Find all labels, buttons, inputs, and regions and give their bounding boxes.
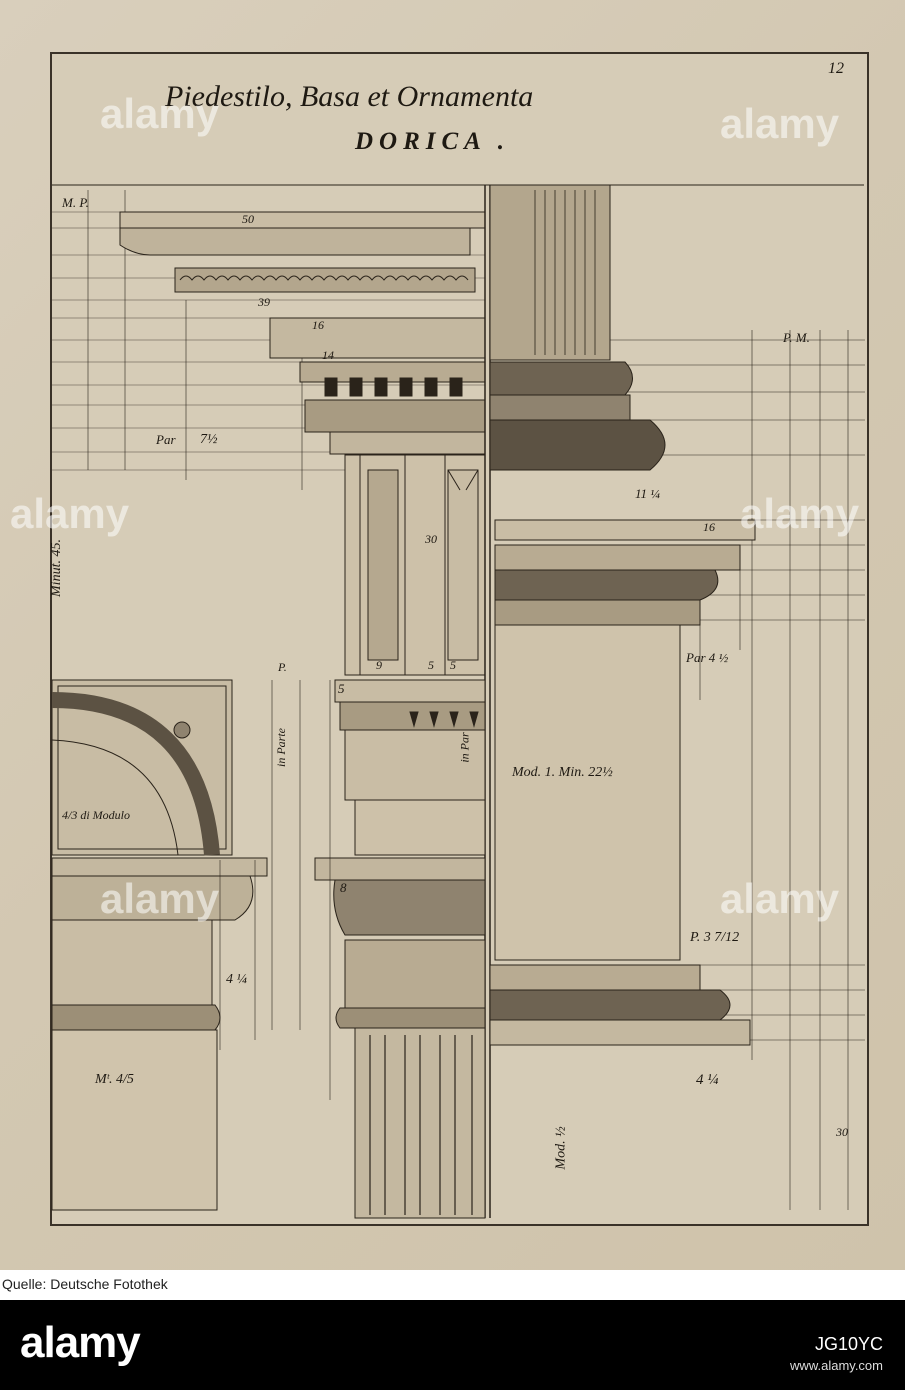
label-p3: P. 3 7/12 (690, 930, 740, 945)
page-number: 12 (828, 60, 844, 77)
label-p: P. (278, 660, 287, 674)
label-4-1-4: 4 ¼ (226, 972, 247, 987)
label-mod2: Mod. ½ (553, 1126, 569, 1170)
label-minut: Minut. 45. (48, 539, 64, 597)
label-30b: 30 (836, 1125, 848, 1139)
label-9: 9 (376, 658, 382, 672)
stock-logo: alamy (20, 1318, 141, 1367)
label-11: 11 ¼ (635, 486, 661, 501)
label-pm: P. M. (783, 330, 810, 345)
stock-footer-bar (0, 1300, 905, 1390)
label-4-1-4b: 4 ¼ (696, 1072, 719, 1088)
watermark-logo: alamy (720, 100, 840, 147)
label-39: 39 (258, 295, 270, 309)
stock-url: www.alamy.com (790, 1358, 883, 1373)
watermark-logo: alamy (100, 875, 220, 922)
label-5c: 5 (450, 658, 456, 672)
label-in-parte: in Parte (274, 728, 288, 767)
doric-order-engraving (51, 184, 865, 1219)
label-frac: 7½ (200, 432, 218, 447)
label-m45: Mᵗ. 4/5 (95, 1072, 134, 1087)
watermark-logo: alamy (10, 490, 130, 537)
stock-image-id: JG10YC (814, 1334, 883, 1354)
watermark-logo: alamy (740, 490, 860, 537)
label-8: 8 (340, 880, 347, 895)
label-50: 50 (242, 212, 254, 226)
label-in-par: in Par (457, 732, 472, 763)
label-14: 14 (322, 348, 334, 362)
label-mp: M. P. (62, 195, 89, 210)
plate-subtitle: DORICA . (355, 128, 510, 155)
label-16b: 16 (703, 520, 715, 534)
label-par: Par (156, 432, 176, 447)
watermark-logo: alamy (720, 875, 840, 922)
label-30: 30 (425, 532, 437, 546)
label-mod1: Mod. 1. Min. 22½ (512, 765, 613, 780)
label-di-modulo: 4/3 di Modulo (62, 808, 130, 822)
source-caption: Quelle: Deutsche Fotothek (2, 1276, 168, 1292)
label-5a: 5 (428, 658, 434, 672)
label-16a: 16 (312, 318, 324, 332)
label-par4: Par 4 ½ (686, 650, 729, 665)
label-5b: 5 (338, 681, 345, 696)
watermark-logo: alamy (100, 90, 220, 137)
plate-title: Piedestilo, Basa et Ornamenta (165, 80, 534, 113)
